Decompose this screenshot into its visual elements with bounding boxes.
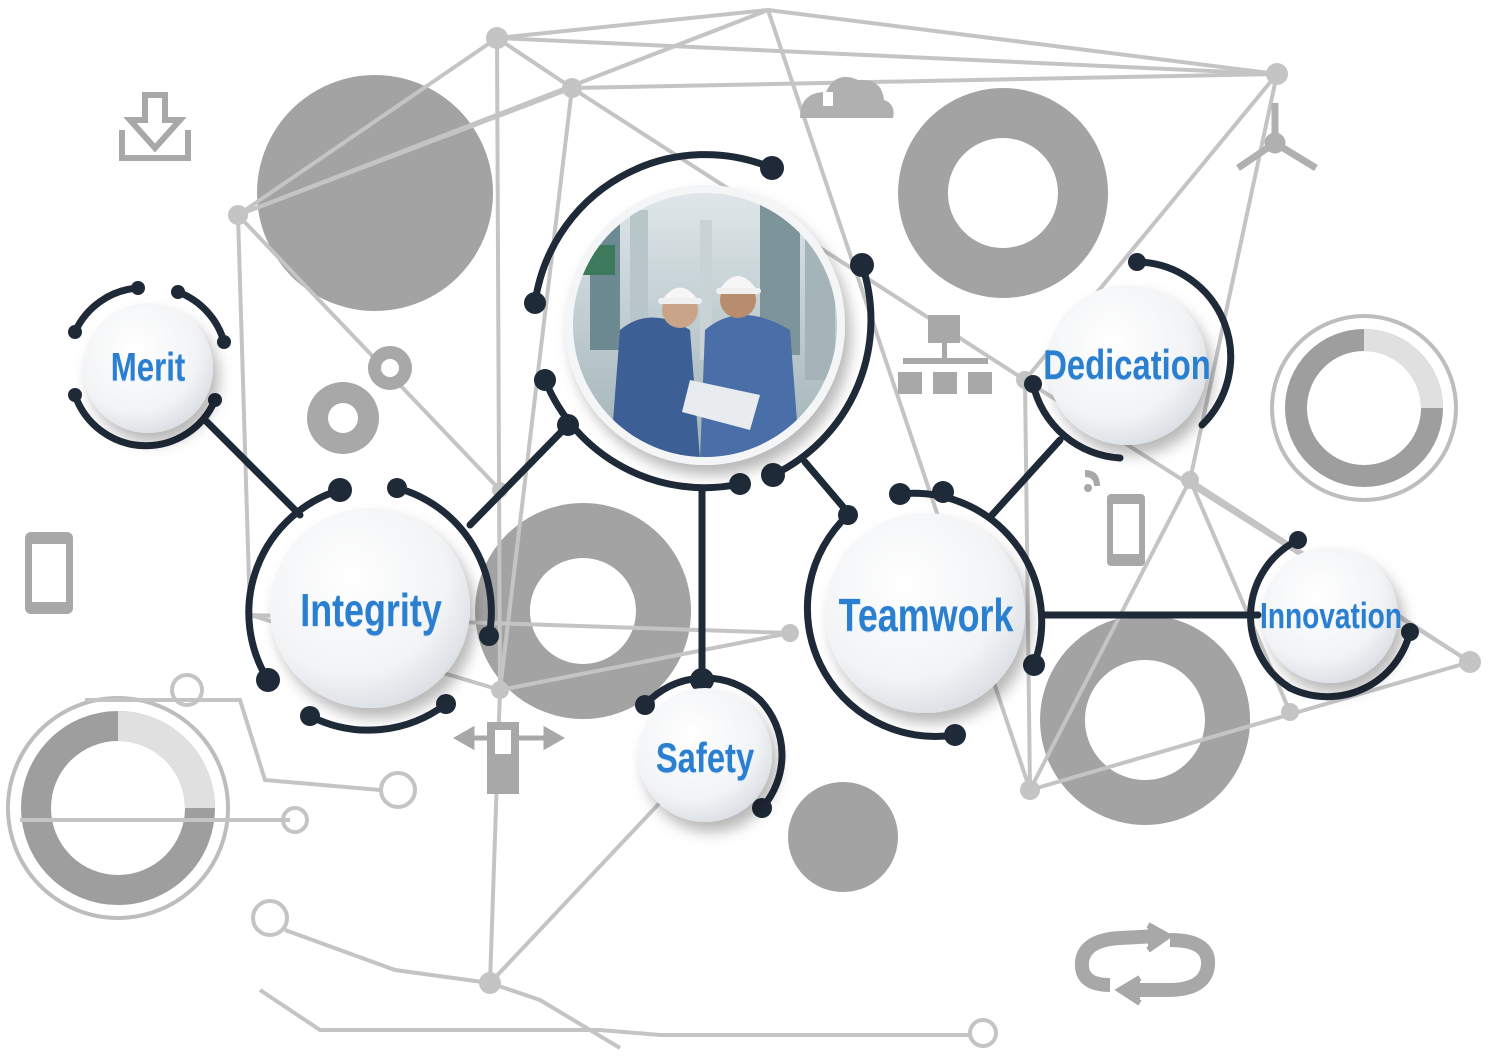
sitemap-icon [898,315,992,394]
safety-label: Safety [655,734,755,781]
rss-icon [1084,470,1100,492]
integrity-label: Integrity [300,584,442,636]
download-icon [119,92,191,161]
team-photo [573,193,837,457]
node-arcs [71,151,1414,812]
bg-ring-lower-right [1040,615,1251,826]
bg-ring-top-right [898,88,1109,299]
teamwork-label: Teamwork [838,589,1014,641]
node-merit [83,303,213,433]
loop-arrows-icon [1074,922,1216,1006]
mobile-phone-icon [25,532,73,614]
node-integrity [270,508,470,708]
swap-arrows-icon [452,722,566,794]
node-safety [638,688,772,822]
merit-label: Merit [110,345,186,390]
dedication-label: Dedication [1043,341,1211,388]
arc-end-dots [68,156,1419,818]
network-icon [1236,103,1318,171]
tablet-icon [1107,494,1145,566]
cloud-upload-icon [800,76,894,118]
bg-disc-large [257,75,493,311]
node-dedication [1047,285,1207,445]
connector-lines [201,416,1262,684]
gauge-ring-right [1270,314,1458,502]
gear-icon [307,346,412,454]
node-innovation [1262,547,1398,683]
circuit-traces [20,673,998,1050]
node-teamwork [825,513,1025,713]
gauge-ring-left [6,696,230,920]
innovation-label: Innovation [1260,595,1402,636]
bg-disc-small [788,782,898,892]
